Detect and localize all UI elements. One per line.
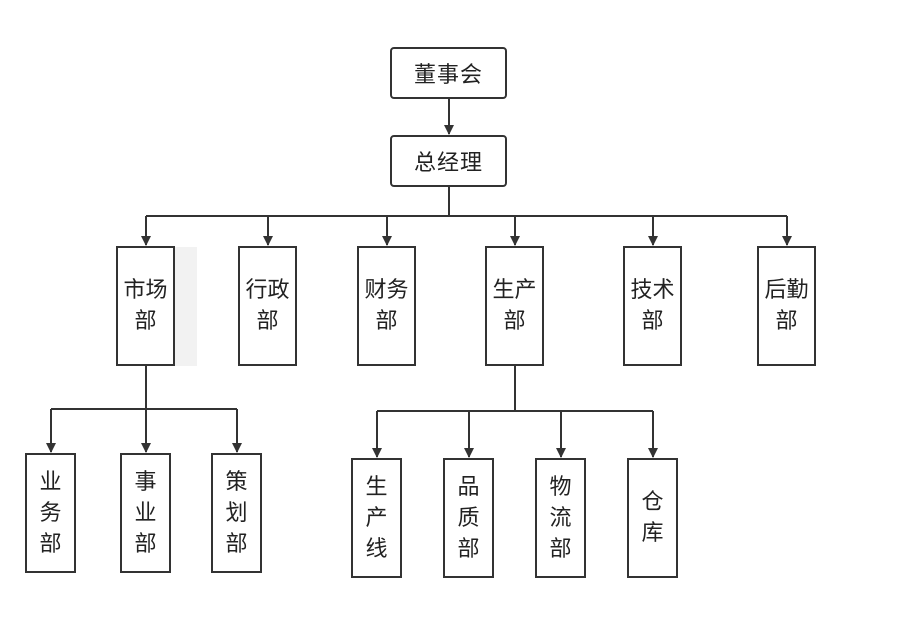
general-manager-node[interactable]: 总经理 xyxy=(390,135,507,187)
tech-dept-label: 技术部 xyxy=(630,278,675,334)
admin-dept-node[interactable]: 行政部 xyxy=(238,246,297,366)
board-label: 董事会 xyxy=(413,63,483,88)
tech-dept-node[interactable]: 技术部 xyxy=(623,246,682,366)
material-flow-subunit-label: 物流部 xyxy=(549,474,572,562)
logistics-dept-node[interactable]: 后勤部 xyxy=(757,246,816,366)
business-subunit-label: 业务部 xyxy=(39,469,62,557)
general-manager-label: 总经理 xyxy=(413,151,483,176)
production-line-node[interactable]: 生产线 xyxy=(351,458,402,578)
market-dept-label: 市场部 xyxy=(123,278,168,334)
production-dept-node[interactable]: 生产部 xyxy=(485,246,544,366)
finance-dept-node[interactable]: 财务部 xyxy=(357,246,416,366)
enterprise-subunit-node[interactable]: 事业部 xyxy=(120,453,171,573)
planning-subunit-label: 策划部 xyxy=(225,469,248,557)
planning-subunit-node[interactable]: 策划部 xyxy=(211,453,262,573)
warehouse-subunit-node[interactable]: 仓 库 xyxy=(627,458,686,578)
quality-subunit-label: 品质部 xyxy=(457,474,480,562)
material-flow-subunit-node[interactable]: 物流部 xyxy=(535,458,586,578)
admin-dept-label: 行政部 xyxy=(245,278,290,334)
board-node[interactable]: 董事会 xyxy=(390,47,507,99)
market-dept-node[interactable]: 市场部 xyxy=(116,246,175,366)
quality-subunit-node[interactable]: 品质部 xyxy=(443,458,494,578)
business-subunit-node[interactable]: 业务部 xyxy=(25,453,76,573)
warehouse-subunit-label: 仓 库 xyxy=(641,490,686,546)
enterprise-subunit-label: 事业部 xyxy=(134,469,157,557)
logistics-dept-label: 后勤部 xyxy=(764,278,809,334)
production-dept-label: 生产部 xyxy=(492,278,537,334)
finance-dept-label: 财务部 xyxy=(364,278,409,334)
production-line-label: 生产线 xyxy=(365,474,388,562)
